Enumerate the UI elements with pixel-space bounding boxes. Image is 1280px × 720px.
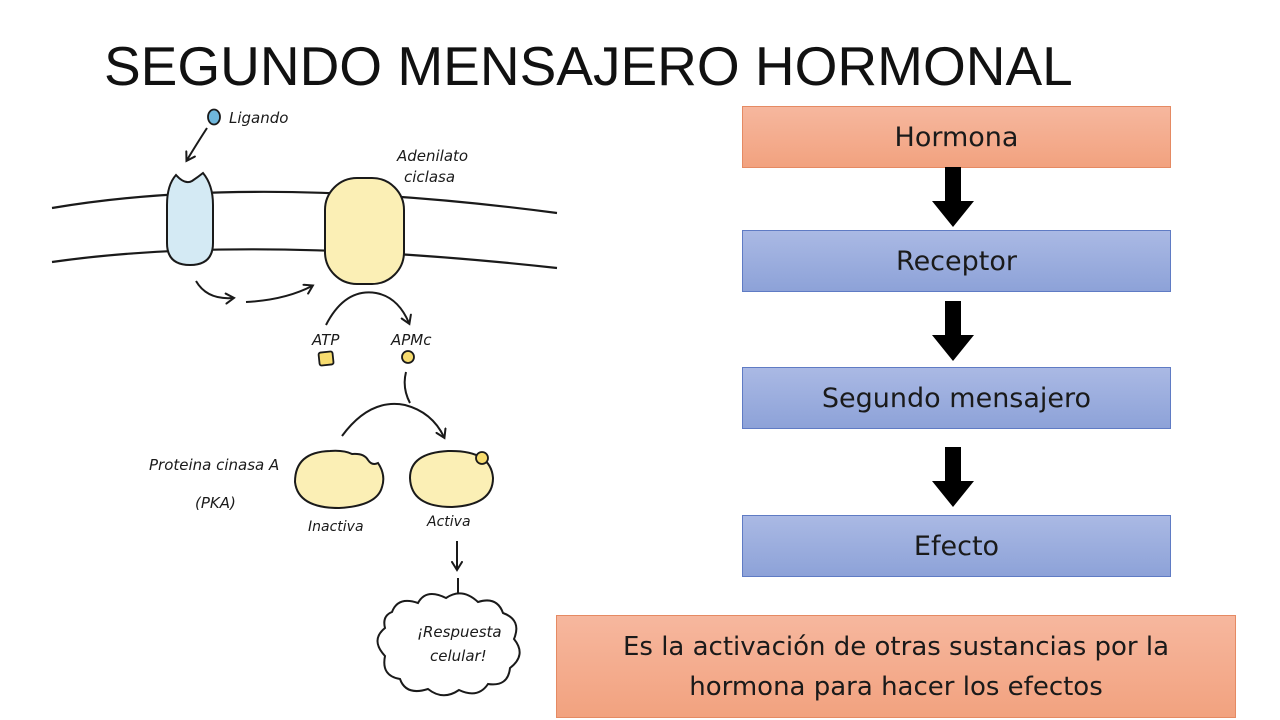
flow-arrow-down-icon bbox=[932, 447, 974, 507]
atp-square bbox=[317, 350, 335, 367]
apmc-connector bbox=[403, 371, 411, 404]
pka-bound-apmc-dot bbox=[475, 451, 489, 465]
second-messenger-diagram: Ligando Adenilato ciclasa ATP APMc Prote… bbox=[51, 108, 558, 697]
definition-box: Es la activación de otras sustancias por… bbox=[556, 615, 1236, 718]
apmc-label: APMc bbox=[390, 331, 432, 349]
slide-title: SEGUNDO MENSAJERO HORMONAL bbox=[104, 35, 1073, 97]
pka-label-line1: Proteina cinasa A bbox=[149, 456, 279, 474]
flow-step-hormona: Hormona bbox=[742, 106, 1171, 168]
flow-arrow-down-icon bbox=[932, 167, 974, 227]
flow-step-receptor: Receptor bbox=[742, 230, 1171, 292]
flow-step-efecto: Efecto bbox=[742, 515, 1171, 577]
activa-label: Activa bbox=[426, 514, 471, 530]
atp-label: ATP bbox=[311, 331, 340, 349]
adenilato-ciclasa-shape bbox=[324, 177, 405, 285]
pka-inactiva-shape bbox=[293, 449, 385, 510]
flow-arrow-down-icon bbox=[932, 301, 974, 361]
receptor-shape bbox=[166, 171, 214, 267]
membrane-inner-line bbox=[51, 248, 558, 270]
ligand-arrow bbox=[185, 127, 208, 163]
apmc-dot bbox=[401, 350, 415, 364]
signal-arrow-1 bbox=[195, 280, 236, 305]
respuesta-cloud bbox=[376, 592, 521, 697]
pka-label-line2: (PKA) bbox=[195, 494, 236, 512]
respuesta-label-line2: celular! bbox=[430, 647, 487, 665]
adenilato-label-line2: ciclasa bbox=[404, 168, 455, 186]
inactiva-label: Inactiva bbox=[308, 519, 364, 535]
signal-arrow-2 bbox=[245, 283, 315, 303]
atp-to-apmc-arrow bbox=[325, 291, 412, 326]
adenilato-label-line1: Adenilato bbox=[396, 147, 468, 165]
pka-activation-arrow bbox=[341, 403, 447, 440]
flow-step-segundo-mensajero: Segundo mensajero bbox=[742, 367, 1171, 429]
membrane-outer-line bbox=[51, 190, 558, 215]
pka-activa-shape bbox=[408, 449, 495, 509]
ligando-label: Ligando bbox=[229, 109, 288, 127]
ligand-dot bbox=[207, 108, 221, 126]
respuesta-label-line1: ¡Respuesta bbox=[417, 623, 502, 641]
